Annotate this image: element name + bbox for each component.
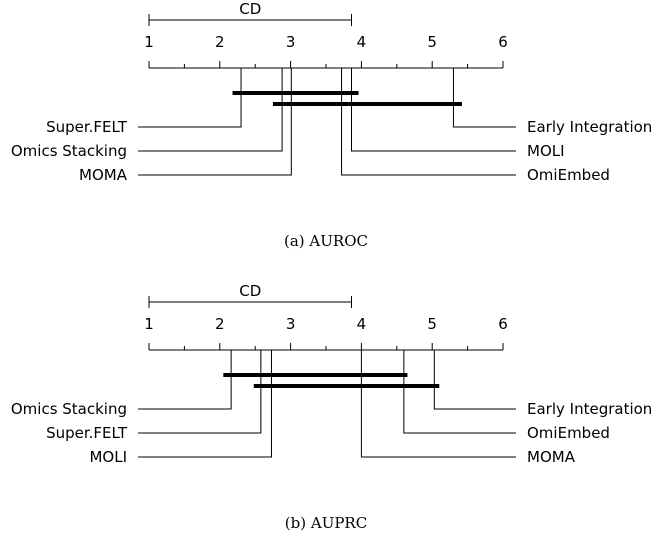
method-label: Omics Stacking	[11, 400, 127, 418]
tick-label: 6	[498, 315, 508, 333]
rank-leader-line	[138, 350, 232, 410]
method-label: OmiEmbed	[527, 424, 610, 442]
tick-label: 5	[427, 315, 437, 333]
rank-leader-line	[341, 68, 516, 176]
cd-label: CD	[239, 282, 261, 300]
cd-label: CD	[239, 0, 261, 18]
method-label: Omics Stacking	[11, 142, 127, 160]
tick-label: 4	[357, 315, 367, 333]
method-label: MOLI	[527, 142, 565, 160]
method-label: Super.FELT	[46, 424, 128, 442]
rank-leader-line	[138, 68, 292, 176]
panel-caption: (a) AUROC	[284, 232, 368, 250]
rank-leader-line	[433, 350, 516, 410]
rank-leader-line	[403, 350, 516, 434]
method-label: Super.FELT	[46, 118, 128, 136]
tick-label: 3	[286, 33, 296, 51]
tick-label: 4	[357, 33, 367, 51]
method-label: MOLI	[89, 448, 127, 466]
rank-leader-line	[138, 68, 242, 128]
rank-leader-line	[138, 350, 272, 458]
tick-label: 2	[215, 315, 225, 333]
rank-leader-line	[350, 68, 516, 152]
tick-label: 2	[215, 33, 225, 51]
method-label: Early Integration	[527, 118, 652, 136]
tick-label: 1	[144, 315, 154, 333]
method-label: MOMA	[527, 448, 576, 466]
method-label: Early Integration	[527, 400, 652, 418]
tick-label: 6	[498, 33, 508, 51]
method-label: OmiEmbed	[527, 166, 610, 184]
tick-label: 1	[144, 33, 154, 51]
tick-label: 5	[427, 33, 437, 51]
method-label: MOMA	[79, 166, 128, 184]
rank-leader-line	[138, 350, 262, 434]
tick-label: 3	[286, 315, 296, 333]
rank-leader-line	[138, 68, 283, 152]
rank-leader-line	[360, 350, 516, 458]
rank-leader-line	[452, 68, 516, 128]
panel-caption: (b) AUPRC	[285, 514, 367, 532]
